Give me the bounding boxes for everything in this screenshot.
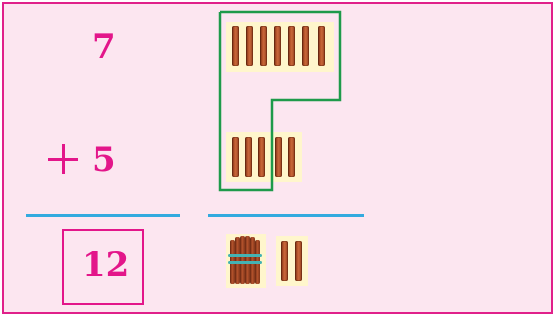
bundle-band-icon	[228, 254, 262, 257]
loose-sticks-card	[276, 236, 308, 286]
stick-icon	[281, 241, 288, 281]
bundle-card	[226, 234, 266, 288]
stick-icon	[295, 241, 302, 281]
bundle-band-icon	[228, 261, 262, 264]
